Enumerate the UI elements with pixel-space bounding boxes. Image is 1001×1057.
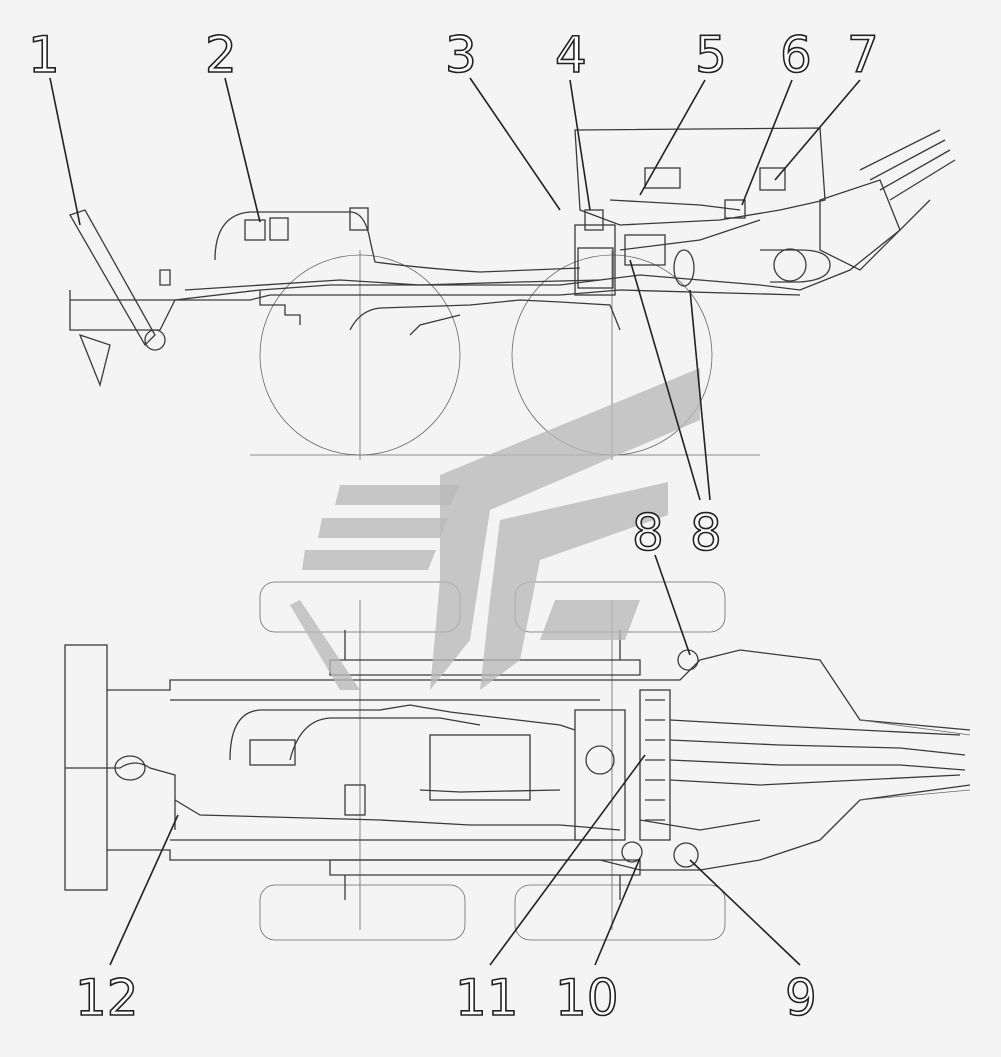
dashboard-box [644,167,681,189]
valve-bank [639,689,671,841]
engine-housing [574,709,626,841]
pump-unit [244,219,266,241]
callout-6: 6 [780,26,812,84]
pulley [773,248,807,282]
callout-1: 1 [28,26,60,84]
callout-8-top: 8 [690,504,722,562]
callout-11: 11 [455,969,519,1027]
callout-7: 7 [847,26,879,84]
callout-4: 4 [555,26,587,84]
callout-5: 5 [695,26,727,84]
hydraulic-pump [249,739,296,766]
callout-12: 12 [75,969,139,1027]
watermark-logo [290,368,700,690]
plan-view [64,581,971,941]
callout-3: 3 [445,26,477,84]
callout-9: 9 [785,969,817,1027]
control-valve [624,234,666,266]
tire-rear-right [259,884,466,941]
callout-numbers: 1 2 3 4 5 6 7 8 8 9 10 11 12 [27,25,879,1028]
callout-10: 10 [555,969,619,1027]
engine-block [429,734,531,801]
leader-lines [49,77,861,966]
ripper-tooth [78,333,111,388]
callout-2: 2 [205,26,237,84]
cab-outline [574,127,826,226]
callout-8-bottom: 8 [632,504,664,562]
ripper-cylinder [69,209,156,347]
side-view [69,127,956,460]
